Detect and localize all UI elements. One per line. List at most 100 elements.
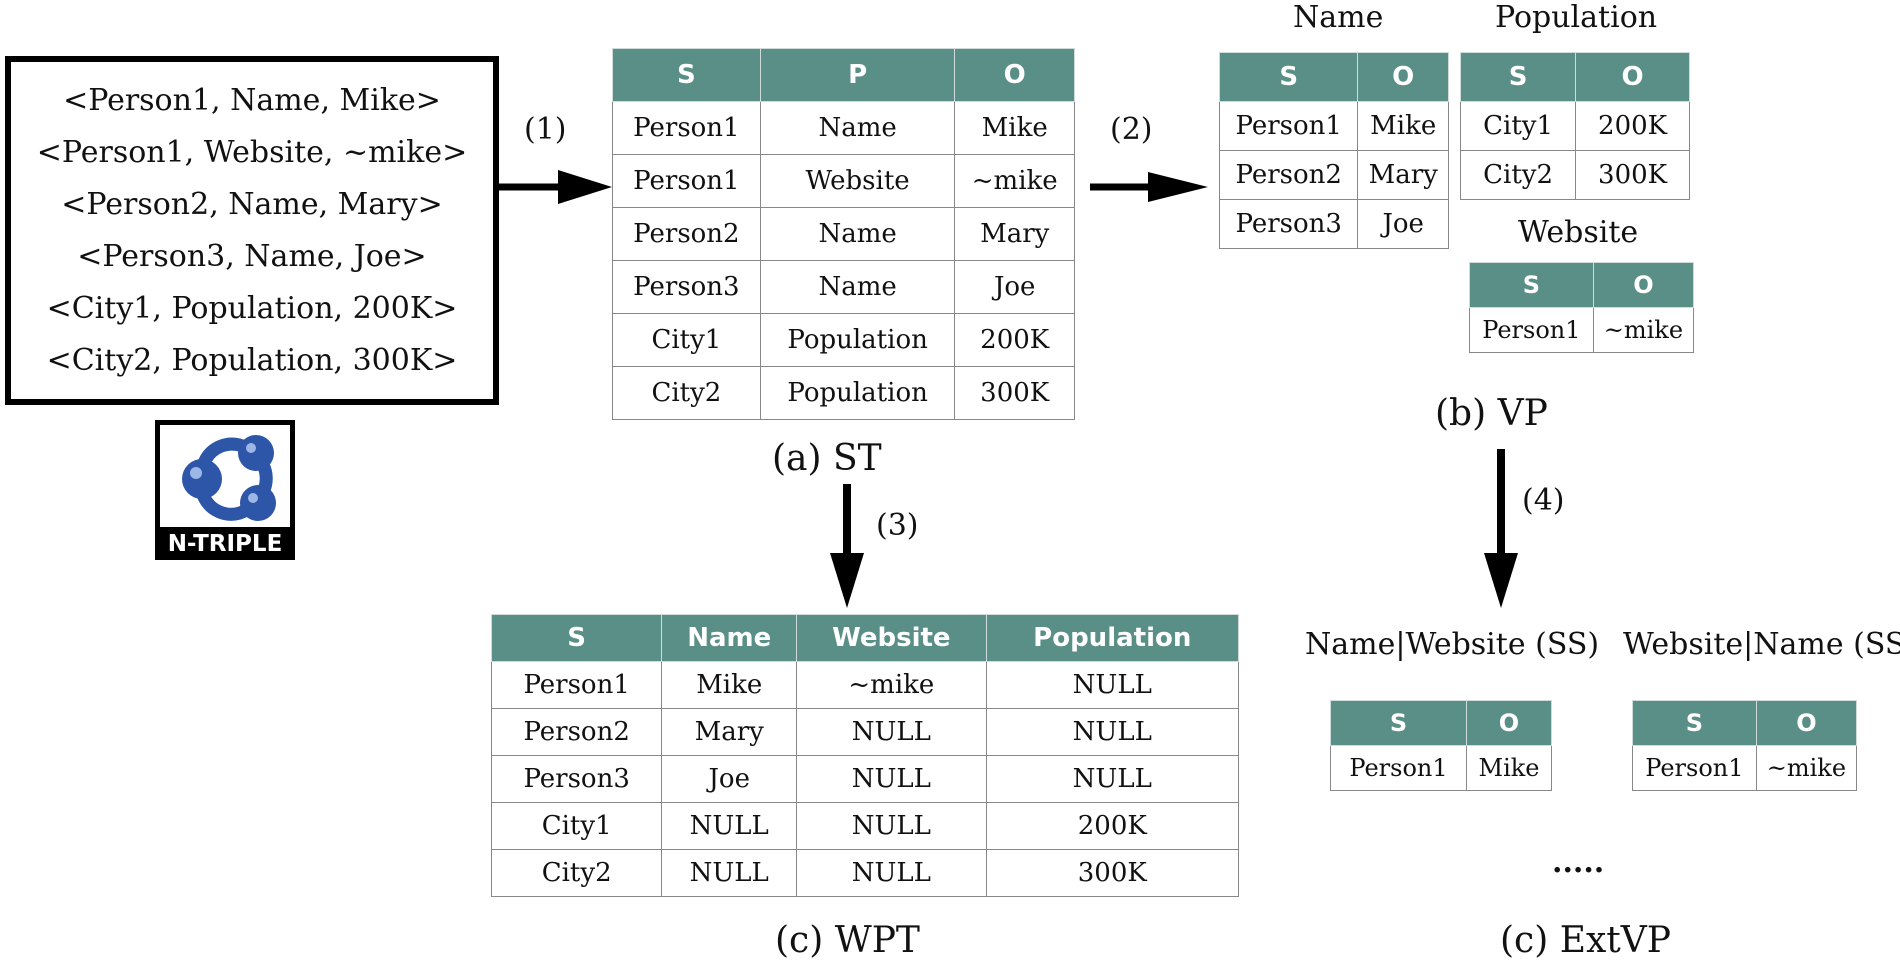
table-cell: Mary	[1357, 150, 1449, 200]
table-cell: Website	[759, 154, 956, 208]
table-cell: NULL	[796, 708, 987, 756]
table-cell: Name	[759, 207, 956, 261]
ntriples-box: <Person1, Name, Mike> <Person1, Website,…	[5, 56, 499, 405]
extvp-website-name-title: Website|Name (SS)	[1623, 627, 1900, 662]
triple-line: <Person1, Website, ~mike>	[36, 134, 468, 170]
table-cell: Mike	[1357, 101, 1449, 151]
table-cell: Person1	[612, 154, 761, 208]
vp-website-table: S O Person1~mike	[1469, 262, 1695, 353]
extvp-wn-header: S	[1632, 700, 1757, 746]
table-cell: Person3	[490, 755, 663, 803]
table-cell: Person3	[1218, 199, 1359, 249]
wpt-header: Population	[985, 614, 1240, 662]
extvp-wn-header: O	[1755, 700, 1858, 746]
table-cell: Mike	[1466, 745, 1552, 791]
extvp-name-website-title: Name|Website (SS)	[1305, 627, 1600, 662]
table-cell: City1	[1459, 101, 1577, 151]
st-header: O	[954, 48, 1075, 102]
arrow-4	[1484, 449, 1518, 608]
st-caption: (a) ST	[772, 438, 882, 479]
logo-label: N-TRIPLE	[167, 531, 283, 557]
table-cell: Population	[759, 366, 956, 420]
table-cell: ~mike	[796, 661, 987, 709]
table-cell: Person1	[1632, 745, 1757, 791]
triple-line: <Person3, Name, Joe>	[77, 238, 427, 274]
table-cell: NULL	[985, 755, 1240, 803]
table-row: Person1~mike	[1632, 745, 1858, 791]
table-cell: 300K	[954, 366, 1075, 420]
table-cell: NULL	[796, 755, 987, 803]
table-cell: City2	[612, 366, 761, 420]
table-cell: ~mike	[1755, 745, 1858, 791]
wpt-header: S	[490, 614, 663, 662]
table-cell: NULL	[985, 708, 1240, 756]
extvp-nw-header: O	[1466, 700, 1552, 746]
st-header: S	[612, 48, 761, 102]
table-cell: Mike	[954, 101, 1075, 155]
rdf-molecule-icon	[182, 435, 276, 521]
triple-line: <City1, Population, 200K>	[46, 290, 458, 326]
table-cell: Person2	[612, 207, 761, 261]
table-cell: ~mike	[1592, 307, 1695, 353]
table-cell: Joe	[661, 755, 798, 803]
arrow-1	[499, 170, 612, 204]
table-cell: NULL	[796, 802, 987, 850]
extvp-caption: (c) ExtVP	[1500, 920, 1671, 961]
ntriple-logo: N-TRIPLE	[155, 420, 295, 560]
table-cell: NULL	[796, 849, 987, 897]
step-1-label: (1)	[524, 112, 567, 147]
table-cell: Mary	[954, 207, 1075, 261]
table-cell: Joe	[954, 260, 1075, 314]
vp-name-header: O	[1357, 52, 1449, 102]
wpt-caption: (c) WPT	[775, 920, 920, 961]
vp-population-header: S	[1459, 52, 1577, 102]
table-cell: 300K	[985, 849, 1240, 897]
vp-population-title: Population	[1495, 0, 1658, 35]
step-3-label: (3)	[876, 508, 919, 543]
vp-name-header: S	[1218, 52, 1359, 102]
table-cell: 300K	[1575, 150, 1690, 200]
table-cell: Person1	[1218, 101, 1359, 151]
table-cell: Person1	[1329, 745, 1468, 791]
wpt-header: Website	[796, 614, 987, 662]
table-cell: Population	[759, 313, 956, 367]
table-cell: City1	[612, 313, 761, 367]
extvp-website-name-table: S O Person1~mike	[1632, 700, 1858, 791]
table-cell: Person1	[612, 101, 761, 155]
table-cell: 200K	[954, 313, 1075, 367]
table-cell: Name	[759, 101, 956, 155]
vp-website-header: O	[1592, 262, 1695, 308]
table-cell: City2	[1459, 150, 1577, 200]
arrow-3	[830, 484, 864, 608]
step-4-label: (4)	[1522, 483, 1565, 518]
table-cell: 200K	[1575, 101, 1690, 151]
table-cell: City2	[490, 849, 663, 897]
table-cell: NULL	[661, 849, 798, 897]
table-cell: NULL	[985, 661, 1240, 709]
extvp-ellipsis: .....	[1552, 845, 1605, 880]
step-2-label: (2)	[1110, 112, 1153, 147]
table-cell: Person2	[1218, 150, 1359, 200]
table-cell: Name	[759, 260, 956, 314]
table-cell: ~mike	[954, 154, 1075, 208]
table-cell: Person1	[490, 661, 663, 709]
